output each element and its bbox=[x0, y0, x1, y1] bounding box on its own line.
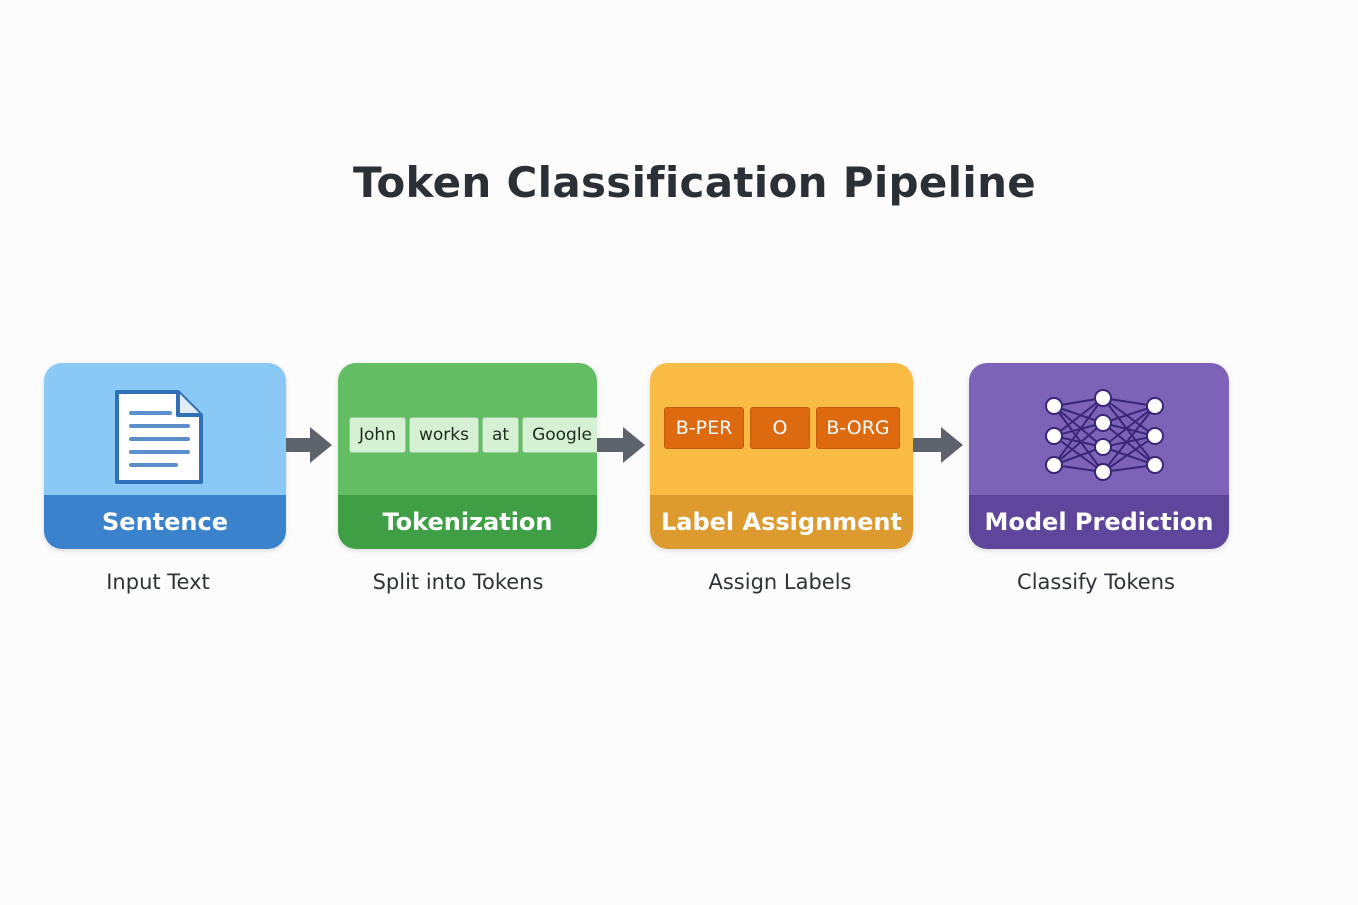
stage-sentence-body bbox=[44, 363, 286, 495]
token-chip: at bbox=[481, 417, 520, 453]
stage-model-prediction-label: Model Prediction bbox=[969, 495, 1229, 549]
arrow-right-icon bbox=[286, 427, 332, 463]
stage-tokenization-label: Tokenization bbox=[338, 495, 597, 549]
document-icon bbox=[115, 390, 203, 484]
token-chip: works bbox=[408, 417, 479, 453]
arrow-right-icon bbox=[597, 427, 645, 463]
ner-label-chip: B-PER bbox=[664, 407, 744, 449]
arrow-right-icon bbox=[913, 427, 963, 463]
diagram-title: Token Classification Pipeline bbox=[353, 158, 1037, 207]
stage-label-assignment-label: Label Assignment bbox=[650, 495, 913, 549]
caption-assign-labels: Assign Labels bbox=[708, 570, 852, 594]
stage-tokenization: John works at Google Tokenization bbox=[338, 363, 597, 549]
ner-label-chip: B-ORG bbox=[816, 407, 900, 449]
caption-split-into-tokens: Split into Tokens bbox=[372, 570, 544, 594]
stage-sentence: Sentence bbox=[44, 363, 286, 549]
caption-input-text: Input Text bbox=[106, 570, 210, 594]
stage-model-prediction-body bbox=[969, 363, 1229, 495]
label-list: B-PER O B-ORG bbox=[664, 407, 900, 449]
ner-label-chip: O bbox=[750, 407, 810, 449]
token-chip: Google bbox=[522, 417, 597, 453]
token-list: John works at Google bbox=[349, 417, 597, 453]
stage-label-assignment: B-PER O B-ORG Label Assignment bbox=[650, 363, 913, 549]
stage-tokenization-body: John works at Google bbox=[338, 363, 597, 495]
caption-classify-tokens: Classify Tokens bbox=[1017, 570, 1175, 594]
stage-model-prediction: Model Prediction bbox=[969, 363, 1229, 549]
stage-label-assignment-body: B-PER O B-ORG bbox=[650, 363, 913, 495]
neural-network-icon bbox=[1045, 389, 1164, 481]
token-chip: John bbox=[349, 417, 406, 453]
stage-sentence-label: Sentence bbox=[44, 495, 286, 549]
